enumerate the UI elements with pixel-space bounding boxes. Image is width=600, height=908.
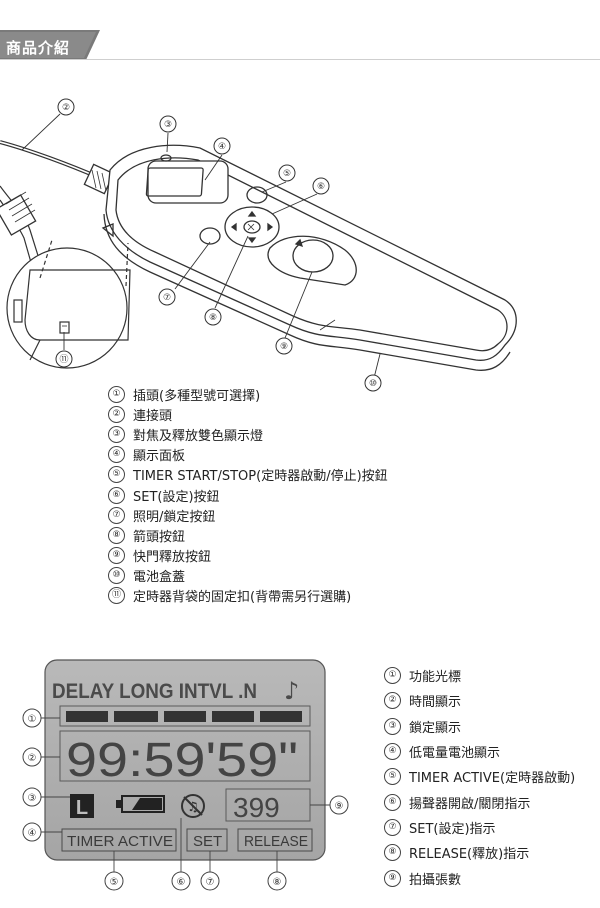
callout-6: ⑥ [317, 182, 325, 192]
shot-count: 399 [233, 792, 280, 823]
callout-9: ⑨ [280, 342, 288, 352]
timer-active-label: TIMER ACTIVE [67, 833, 173, 850]
lcd-callout-4: ④ [28, 828, 37, 839]
callout-5: ⑤ [283, 169, 291, 179]
time-display: 99:59'59" [66, 734, 298, 787]
lcd-callout-2: ② [28, 753, 37, 764]
battery-icon [116, 795, 165, 813]
lock-indicator: L [76, 797, 88, 819]
lcd-callout-1: ① [28, 714, 37, 725]
lcd-top-text: DELAY LONG INTVL .N [52, 680, 257, 703]
callout-4: ④ [218, 142, 226, 152]
callout-3: ③ [164, 120, 172, 130]
svg-text:♫: ♫ [187, 800, 199, 815]
lcd-callout-7: ⑦ [206, 877, 215, 888]
function-cursor [66, 711, 302, 722]
header-tab [0, 30, 100, 60]
lcd-callout-9: ⑨ [335, 801, 344, 812]
callout-7: ⑦ [163, 293, 171, 303]
callout-11: ⑪ [59, 354, 68, 365]
lcd-callout-8: ⑧ [273, 877, 282, 888]
lcd-callout-5: ⑤ [110, 877, 119, 888]
set-label: SET [193, 833, 222, 850]
release-label: RELEASE [244, 833, 308, 850]
callout-2: ② [62, 103, 70, 113]
remote-diagram: ② ③ ④ ⑤ ⑥ ⑦ ⑧ ⑨ ⑩ ⑪ [0, 98, 517, 392]
header-divider [0, 59, 600, 60]
lcd-callout-6: ⑥ [177, 877, 186, 888]
callout-10: ⑩ [369, 379, 377, 389]
lcd-callout-3: ③ [28, 793, 37, 804]
speaker-icon [181, 794, 205, 818]
music-note-icon: ♪ [284, 677, 299, 705]
lcd-diagram: DELAY LONG INTVL .N ♪ 99:59'59" L ♫ 399 … [22, 659, 349, 891]
lcd-screen [44, 659, 326, 861]
header-title: 商品介紹 [6, 39, 71, 57]
callout-8: ⑧ [209, 313, 217, 323]
